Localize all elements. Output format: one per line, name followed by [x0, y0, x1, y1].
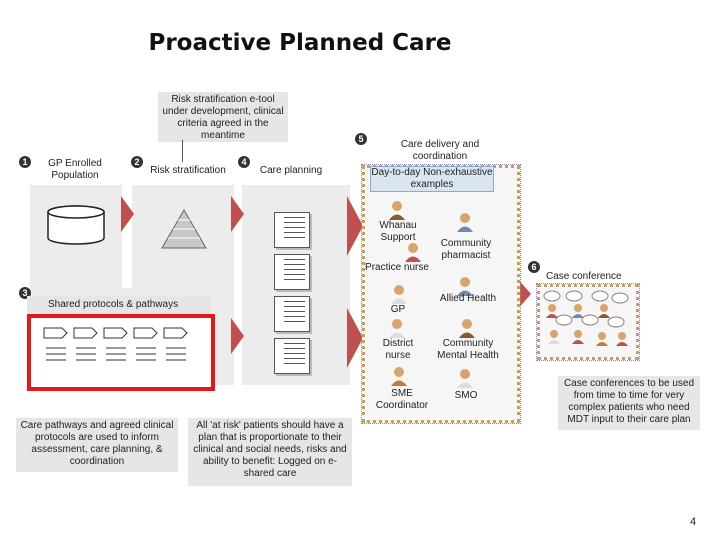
page-number: 4: [690, 516, 697, 528]
step-1-badge: 1: [19, 156, 31, 168]
person-icon: [457, 369, 473, 388]
person-icon: [391, 367, 407, 386]
pharmacist-label: Community pharmacist: [440, 238, 492, 261]
step-5-label: Care delivery and coordination: [400, 139, 480, 162]
practice-nurse-label: Practice nurse: [365, 262, 429, 273]
risk-tool-callout: Risk stratification e-tool under develop…: [158, 92, 288, 142]
person-icon: [389, 319, 405, 338]
step-4-label: Care planning: [259, 165, 323, 176]
allied-health-label: Allied Health: [439, 293, 497, 304]
care-delivery-box: [361, 164, 521, 424]
whanau-support-label: Whanau Support: [379, 220, 417, 243]
pathways-note: Care pathways and agreed clinical protoc…: [16, 418, 178, 472]
case-conference-note: Case conferences to be used from time to…: [558, 376, 700, 430]
person-icon: [391, 285, 407, 304]
gp-label: GP: [390, 304, 406, 315]
care-plan-doc-icon: [274, 212, 310, 248]
person-icon: [389, 201, 405, 220]
mental-health-label: Community Mental Health: [437, 338, 499, 361]
care-plan-doc-icon: [274, 254, 310, 290]
flow-arrow-3: [231, 318, 244, 354]
pyramid-icon: [161, 209, 207, 249]
protocols-header: [27, 296, 211, 314]
flow-arrow-5: [347, 308, 363, 368]
protocols-highlight-box: [27, 314, 215, 391]
district-nurse-label: District nurse: [382, 338, 414, 361]
database-icon: [47, 205, 105, 245]
step-6-label: Case conference: [546, 271, 622, 282]
person-icon: [459, 319, 475, 338]
flow-arrow-6: [517, 278, 531, 310]
step-2-badge: 2: [131, 156, 143, 168]
person-icon: [457, 277, 473, 296]
at-risk-note: All 'at risk' patients should have a pla…: [188, 418, 352, 486]
step-4-badge: 4: [238, 156, 250, 168]
person-icon: [405, 243, 421, 262]
flow-arrow-2: [231, 196, 244, 232]
step-3-label: Shared protocols & pathways: [48, 299, 179, 310]
step-6-badge: 6: [528, 261, 540, 273]
sme-coordinator-label: SME Coordinator: [375, 388, 429, 411]
step-2-label: Risk stratification: [150, 165, 226, 176]
step-5-badge: 5: [355, 133, 367, 145]
care-plan-doc-icon: [274, 338, 310, 374]
step-1-label: GP Enrolled Population: [48, 158, 102, 181]
conference-group-icon: [543, 290, 629, 346]
person-icon: [457, 213, 473, 232]
day-to-day-banner: Day-to-day Non-exhaustive examples: [370, 166, 494, 192]
flow-arrow-1: [121, 196, 134, 232]
care-plan-doc-icon: [274, 296, 310, 332]
pathway-flow-icon: [43, 327, 188, 361]
callout-connector: [182, 140, 183, 162]
smo-label: SMO: [454, 390, 478, 401]
flow-arrow-4: [347, 196, 363, 256]
page-title: Proactive Planned Care: [148, 30, 452, 56]
